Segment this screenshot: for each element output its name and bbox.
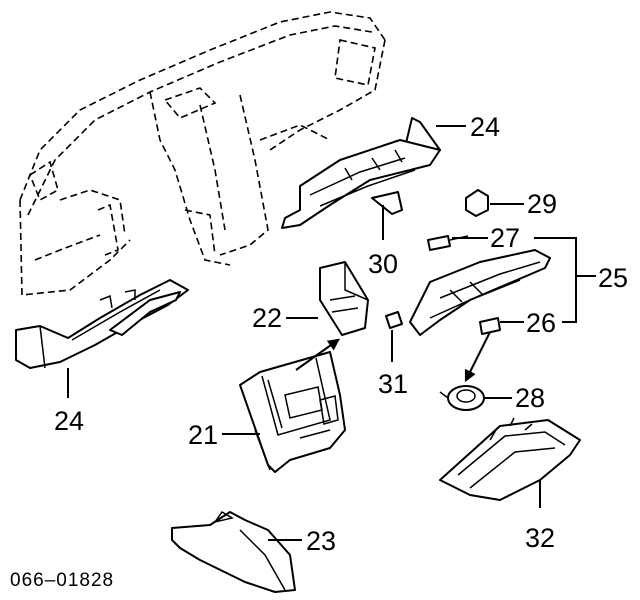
callout-29: 29 (527, 189, 557, 219)
callout-26: 26 (526, 308, 556, 338)
part-24-top-cover (281, 117, 441, 229)
part-21-center-cluster (239, 351, 346, 473)
leader-25-bracket (534, 237, 577, 323)
part-23-lower-cover (171, 510, 296, 593)
part-27-damper (427, 235, 469, 251)
part-32-lower-tray (439, 417, 581, 501)
part-30-bracket (371, 191, 403, 215)
part-22-switch (319, 261, 369, 336)
part-25-glove-box (409, 249, 551, 336)
diagram-code: 066–01828 (10, 570, 114, 591)
callout-32: 32 (525, 523, 555, 553)
callout-30: 30 (368, 249, 398, 279)
callout-31: 31 (378, 369, 408, 399)
callout-28: 28 (515, 383, 545, 413)
part-29-clip (465, 189, 489, 217)
part-31-stopper (385, 311, 403, 329)
arrow-22 (295, 338, 340, 371)
callout-21: 21 (188, 420, 218, 450)
callout-22: 22 (252, 303, 282, 333)
leader-lines (67, 125, 596, 541)
callout-27: 27 (490, 223, 520, 253)
callout-25: 25 (598, 263, 628, 293)
callout-23: 23 (306, 526, 336, 556)
arrow-26 (464, 331, 491, 383)
part-28-lamp-switch (439, 385, 485, 411)
part-24-left-cover (15, 279, 189, 369)
callout-24-top: 24 (470, 112, 500, 142)
callout-24-left: 24 (54, 406, 84, 436)
instrument-panel-outline (19, 11, 386, 296)
part-26-lock (479, 317, 501, 335)
